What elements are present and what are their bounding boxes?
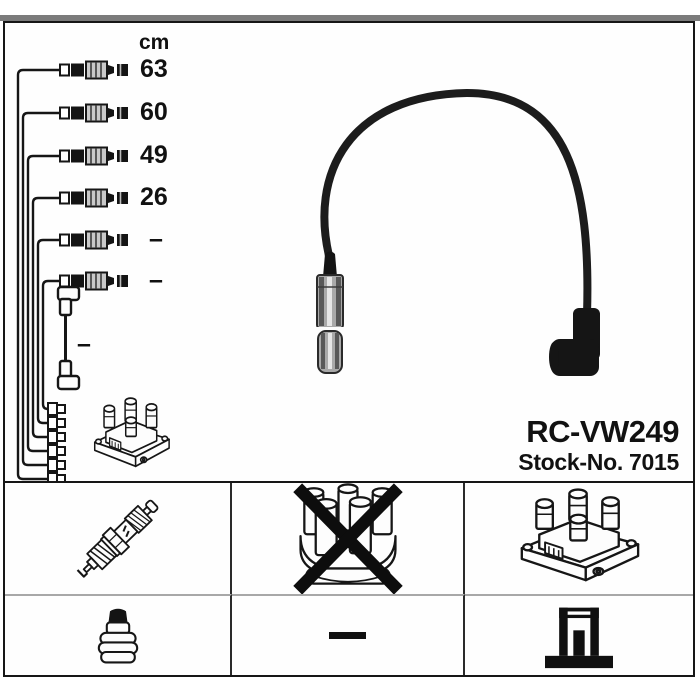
lead-connector-icon xyxy=(59,103,128,123)
legend-cell-spark-plug xyxy=(5,483,232,594)
stock-label: Stock-No. xyxy=(518,449,623,475)
legend-cell-distributor xyxy=(232,482,465,595)
legend-cell-dash xyxy=(232,594,465,675)
legend-grid xyxy=(5,482,693,675)
angle-boot xyxy=(549,308,600,376)
cable-arc xyxy=(320,88,592,319)
spark-plug-icon xyxy=(76,499,158,578)
legend-cell-plug-connector xyxy=(5,594,232,675)
unit-label: cm xyxy=(139,31,170,54)
metal-connector xyxy=(316,251,344,374)
lead-connector-icon xyxy=(59,271,128,291)
cable-length-label: – xyxy=(149,225,163,253)
top-gray-bar xyxy=(0,15,700,21)
lead-connector-icon xyxy=(59,230,128,250)
plug-lead-connectors xyxy=(59,60,128,291)
ignition-coil-icon xyxy=(520,487,640,581)
plug-connector-icon xyxy=(97,608,138,663)
cable-length-label: 26 xyxy=(140,183,168,211)
coil-wire-drawing xyxy=(56,285,81,391)
dash-icon xyxy=(329,632,366,639)
diagram-area: cm 63 60 49 26 – – – RC-VW249 Stock-No. … xyxy=(5,23,693,483)
lead-connector-icon xyxy=(59,60,128,80)
product-code: RC-VW249 xyxy=(526,414,679,449)
legend-cell-coil xyxy=(465,483,693,594)
terminal-clips xyxy=(47,402,66,481)
lead-connector-icon xyxy=(59,188,128,208)
main-cable-photo xyxy=(316,88,600,376)
catalog-frame: cm 63 60 49 26 – – – RC-VW249 Stock-No. … xyxy=(3,21,695,677)
distributor-cap-crossed-icon xyxy=(292,482,403,595)
stock-number-line: Stock-No. 7015 xyxy=(518,449,679,476)
cable-set-diagram xyxy=(16,60,600,481)
cable-length-label: 63 xyxy=(140,55,168,83)
cross-out-x xyxy=(292,482,403,595)
legend-cell-coil-connector xyxy=(465,594,693,675)
cable-length-label: 60 xyxy=(140,98,168,126)
coil-connector-icon xyxy=(545,607,613,668)
lead-connector-icon xyxy=(59,146,128,166)
cable-length-label: – xyxy=(149,266,163,294)
coil-wire-length-label: – xyxy=(77,330,91,358)
stock-number: 7015 xyxy=(629,449,679,475)
cable-length-label: 49 xyxy=(140,141,168,169)
connector-slit xyxy=(567,610,591,615)
ignition-coil-drawing xyxy=(93,397,170,468)
harness-lines xyxy=(16,68,60,481)
